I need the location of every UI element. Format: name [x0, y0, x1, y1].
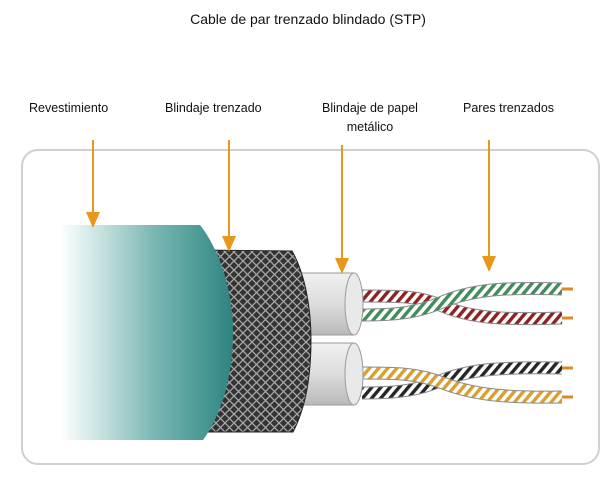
arrow-head [222, 236, 236, 252]
outer-jacket [60, 225, 233, 440]
label-jacket: Revestimiento [29, 101, 108, 115]
twisted-pair-bottom [361, 361, 573, 404]
foil-end [344, 342, 364, 406]
arrow-head [335, 258, 349, 274]
label-twisted-pairs: Pares trenzados [463, 101, 554, 115]
label-braided-shield: Blindaje trenzado [165, 101, 262, 115]
arrow-braided-shield [222, 140, 236, 252]
wire-green-white [361, 282, 563, 321]
label-foil-shield-line1: Blindaje de papel [322, 101, 418, 115]
wire-yellow-white [361, 367, 563, 403]
arrow-twisted-pairs [482, 140, 496, 272]
diagram-title: Cable de par trenzado blindado (STP) [190, 11, 426, 27]
label-foil-shield-line2: metálico [347, 120, 394, 134]
arrow-jacket [86, 140, 100, 228]
arrow-foil-shield [335, 145, 349, 274]
twisted-pair-top [361, 281, 573, 326]
arrow-head [86, 212, 100, 228]
arrow-head [482, 256, 496, 272]
foil-end [344, 272, 364, 336]
